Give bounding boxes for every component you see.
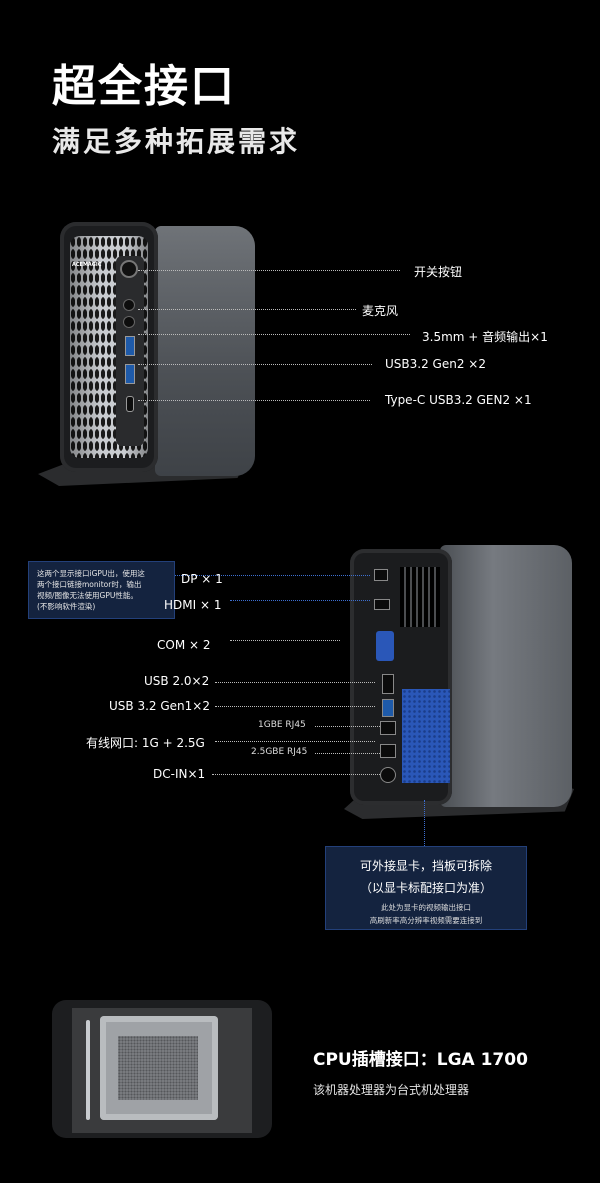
cpu-socket-image: [52, 1000, 272, 1138]
leader-line: [215, 706, 375, 707]
cpu-socket-title: CPU插槽接口：LGA 1700: [313, 1050, 528, 1070]
label-com: COM × 2: [157, 638, 211, 652]
mini-pc-rear-image: [344, 545, 574, 820]
rear-io-panel: [350, 549, 452, 805]
page-title: 超全接口: [52, 61, 236, 112]
label-usb2: USB 2.0×2: [144, 674, 210, 688]
label-audio-out: 3.5mm + 音频输出×1: [422, 330, 548, 344]
label-usb32-gen2: USB3.2 Gen2 ×2: [385, 357, 486, 371]
usb-c-port-icon: [126, 396, 134, 412]
gpu-bracket: [402, 689, 450, 783]
page-subtitle: 满足多种拓展需求: [52, 125, 301, 158]
dc-in-port-icon: [380, 767, 396, 783]
brand-logo: ACEMAGIC: [72, 262, 102, 268]
socket-lever: [86, 1020, 90, 1120]
com-port-icon: [376, 631, 394, 661]
label-microphone: 麦克风: [362, 304, 399, 318]
label-dc-in: DC-IN×1: [153, 767, 206, 781]
leader-line: [230, 600, 370, 601]
leader-line: [138, 334, 410, 335]
label-power-button: 开关按钮: [414, 265, 463, 279]
label-dp: DP × 1: [181, 572, 223, 586]
pc-front-panel: ACEMAGIC: [60, 222, 158, 472]
label-lan: 有线网口: 1G + 2.5G: [86, 736, 205, 750]
mini-pc-front-image: ACEMAGIC: [38, 222, 265, 486]
gpu-info-box: 可外接显卡，挡板可拆除 （以显卡标配接口为准） 此处为显卡的视频输出接口 高刷新…: [325, 846, 527, 930]
pc-side-panel: [155, 226, 255, 476]
cpu-socket-subtitle: 该机器处理器为台式机处理器: [313, 1083, 470, 1097]
leader-line: [138, 309, 356, 310]
usb-port-icon: [125, 336, 135, 356]
leader-line: [175, 575, 370, 576]
usb2-port-icon: [382, 674, 394, 694]
leader-line: [424, 800, 425, 846]
leader-line: [138, 364, 372, 365]
mic-port-icon: [124, 300, 134, 310]
label-rj45-25g: 2.5GBE RJ45: [251, 747, 308, 757]
pc-side-panel: [440, 545, 572, 807]
leader-line: [215, 741, 375, 742]
ethernet-1g-icon: [380, 721, 396, 735]
leader-line: [230, 640, 340, 641]
hdmi-port-icon: [374, 599, 390, 610]
leader-line: [315, 753, 380, 754]
leader-line: [212, 774, 380, 775]
vent-grille: [400, 567, 440, 627]
leader-line: [138, 270, 400, 271]
power-button-icon: [122, 262, 136, 276]
igpu-note-box: 这两个显示接口iGPU出，使用这 两个接口链接monitor时，输出 视频/图像…: [28, 561, 175, 619]
audio-jack-icon: [124, 317, 134, 327]
leader-line: [138, 400, 370, 401]
label-usb3: USB 3.2 Gen1×2: [109, 699, 210, 713]
label-typec: Type-C USB3.2 GEN2 ×1: [385, 393, 532, 407]
usb-port-icon: [125, 364, 135, 384]
leader-line: [315, 726, 380, 727]
usb3-port-icon: [382, 699, 394, 717]
label-hdmi: HDMI × 1: [164, 598, 222, 612]
label-rj45-1g: 1GBE RJ45: [258, 720, 306, 730]
dp-port-icon: [374, 569, 388, 581]
leader-line: [215, 682, 375, 683]
ethernet-25g-icon: [380, 744, 396, 758]
